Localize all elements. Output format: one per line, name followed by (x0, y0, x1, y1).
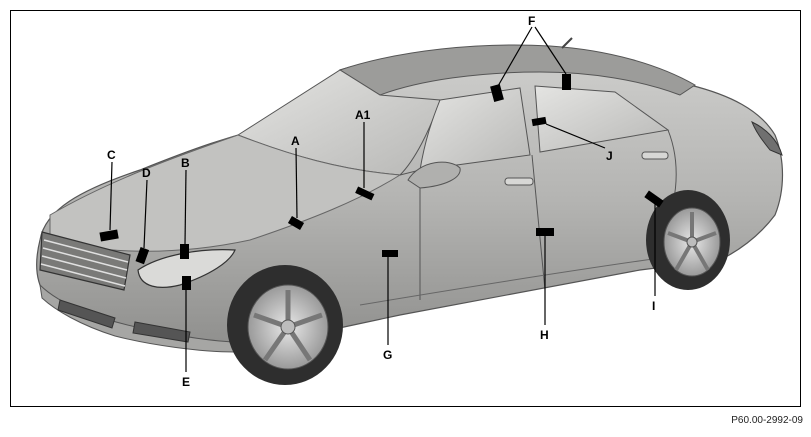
marker-c (99, 229, 119, 242)
tail-light (751, 121, 783, 156)
marker-a1 (355, 186, 375, 201)
marker-a (287, 216, 305, 230)
grille-bars (40, 239, 129, 287)
callout-label-f: F (528, 14, 535, 28)
fog-light-intake (132, 321, 191, 343)
callout-label-i: I (652, 299, 655, 313)
rear-wheel (646, 190, 730, 290)
marker-h (536, 228, 554, 236)
roof-antenna (561, 37, 573, 49)
headlight (137, 249, 236, 288)
radiator-grille (39, 231, 131, 291)
rear-door-handle (641, 151, 669, 160)
front-side-window (419, 87, 531, 171)
callout-label-c: C (107, 148, 116, 162)
callout-label-e: E (182, 375, 190, 389)
lower-air-intake (57, 299, 116, 329)
leader-lines (109, 26, 656, 372)
callout-label-j: J (606, 149, 613, 163)
callout-label-b: B (181, 156, 190, 170)
side-mirror (407, 161, 461, 189)
front-wheel (227, 265, 343, 385)
marker-j (531, 116, 547, 127)
marker-f2 (562, 74, 571, 90)
marker-e (182, 276, 191, 290)
marker-d (135, 247, 150, 265)
callout-label-g: G (383, 348, 392, 362)
hood (49, 134, 402, 252)
figure-code: P60.00-2992-09 (731, 415, 803, 426)
sill-line (359, 257, 661, 306)
marker-i (644, 190, 664, 208)
b-pillar-line (531, 154, 546, 291)
car-roof (338, 44, 696, 96)
markers (99, 74, 664, 290)
callout-label-d: D (142, 166, 151, 180)
callout-label-a1: A1 (355, 108, 371, 122)
marker-f1 (490, 83, 504, 103)
marker-g (382, 250, 398, 257)
marker-b (180, 244, 189, 259)
front-door-handle (504, 177, 534, 186)
callout-label-a: A (291, 134, 300, 148)
callout-label-h: H (540, 328, 549, 342)
